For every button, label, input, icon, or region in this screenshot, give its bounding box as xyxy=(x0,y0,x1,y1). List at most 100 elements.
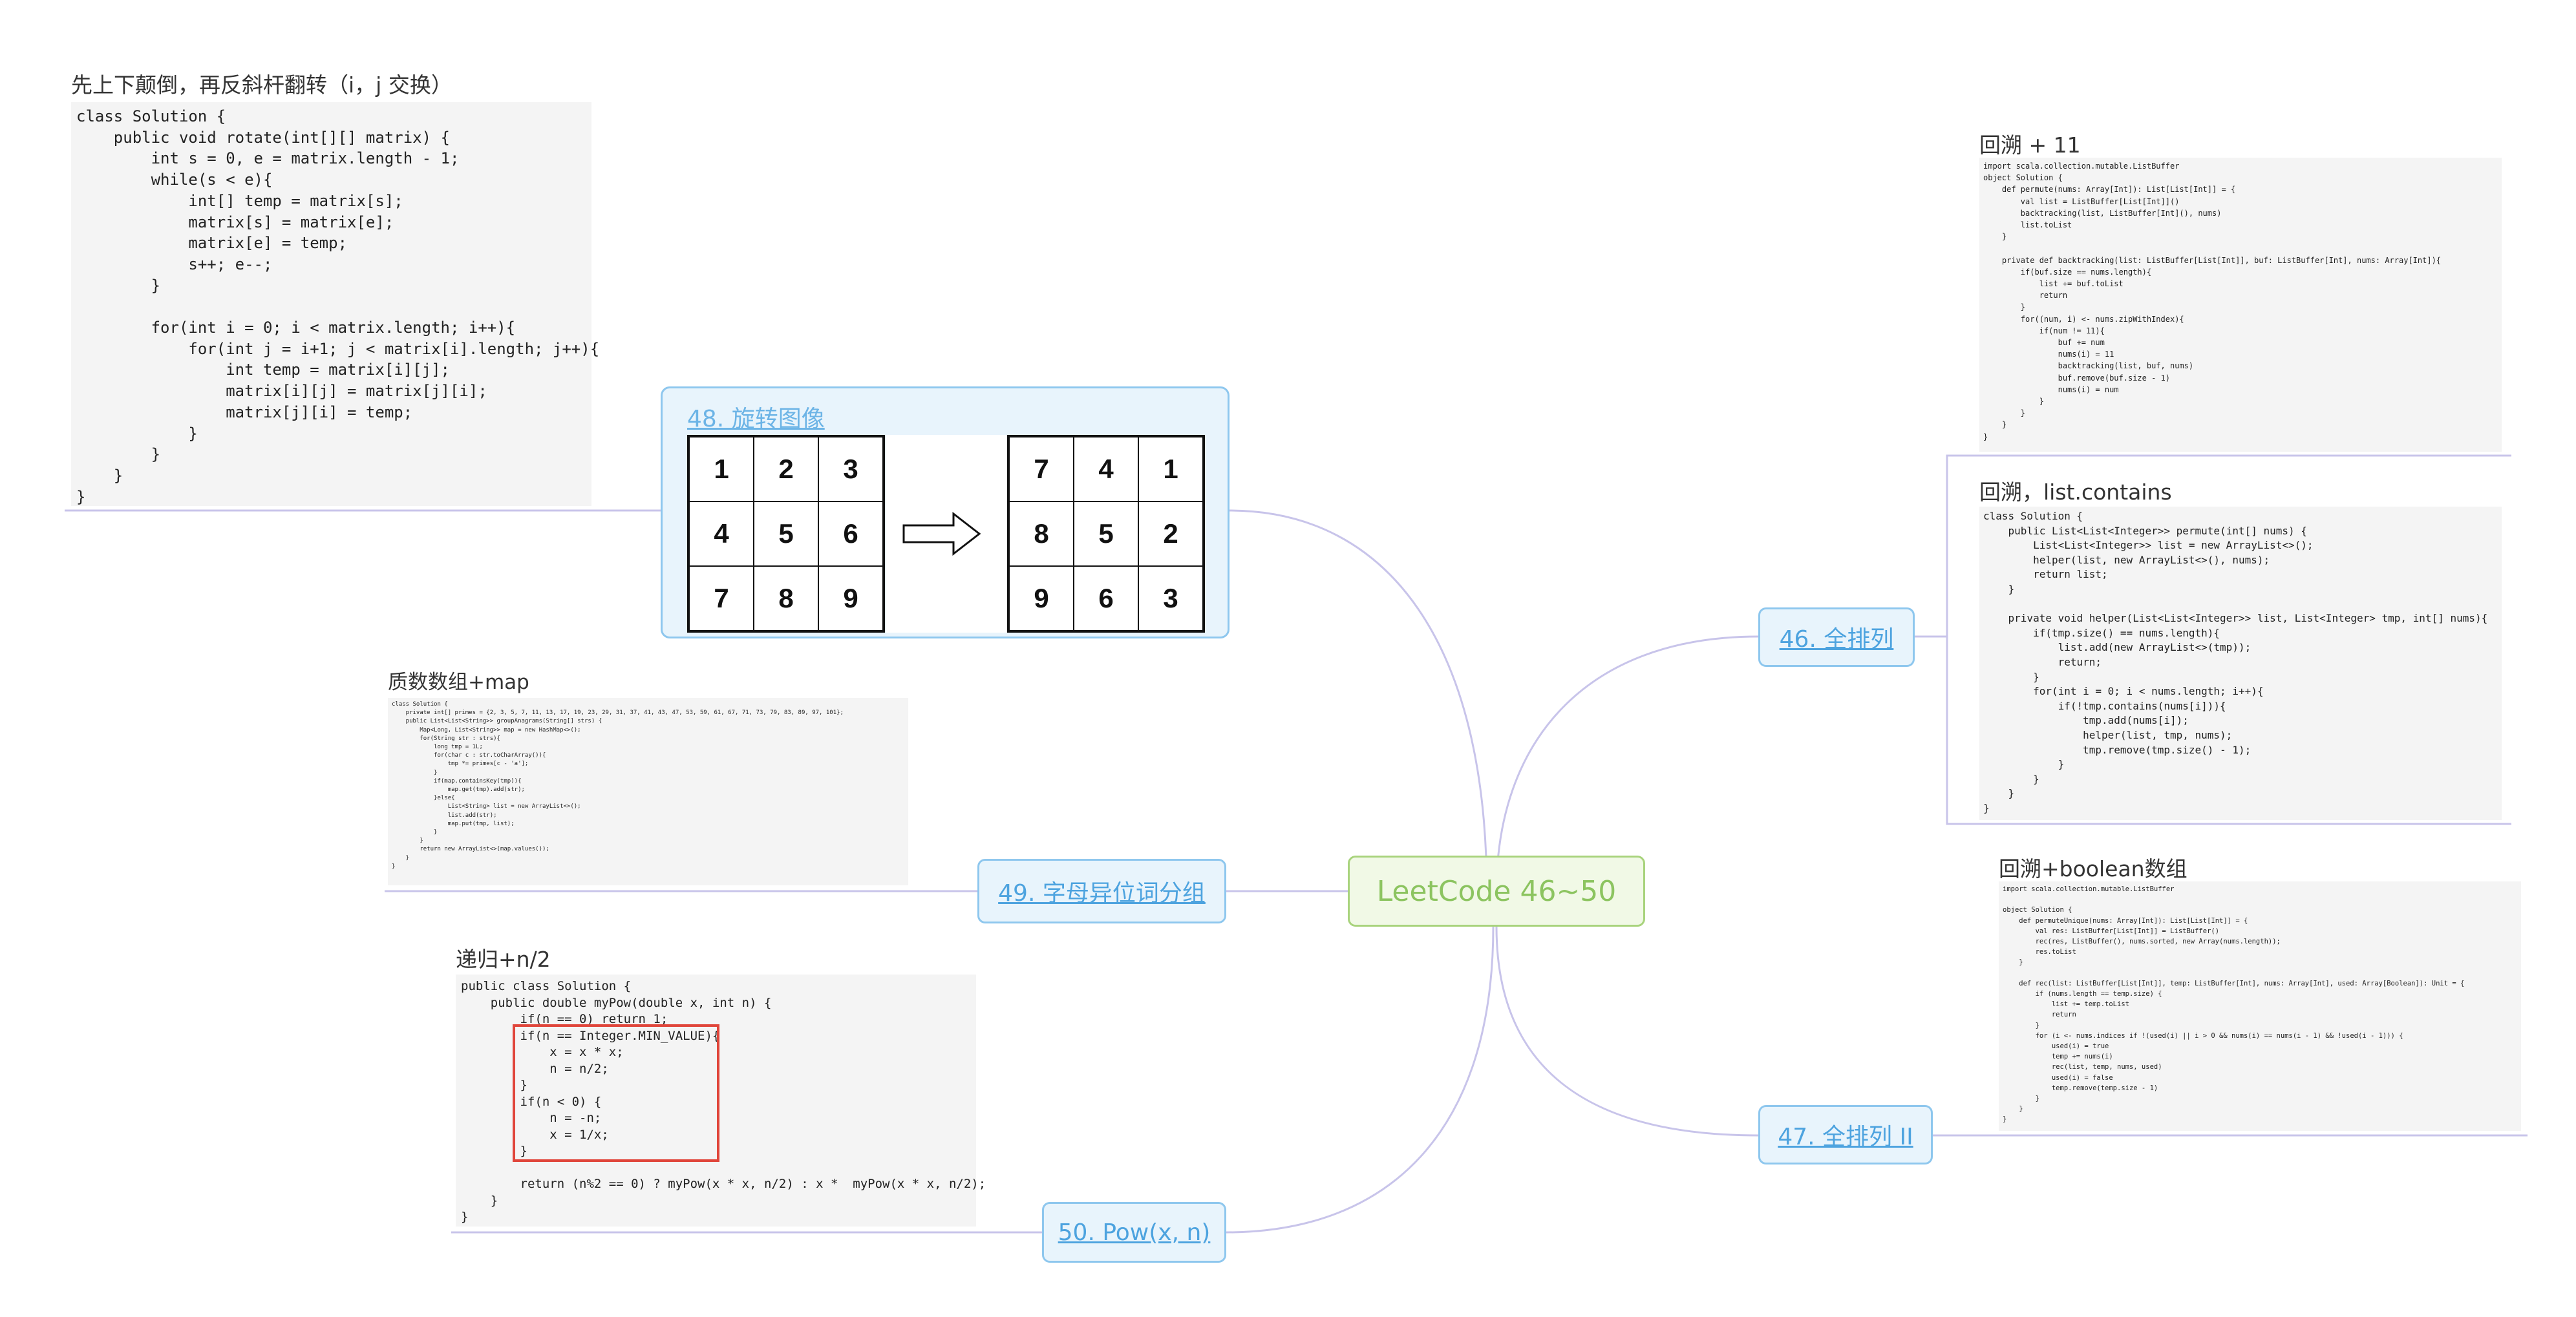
code-line: } xyxy=(1983,758,2065,771)
note-48-title: 先上下颠倒，再反斜杆翻转（i，j 交换） xyxy=(71,72,452,98)
note-50-code: public class Solution { public double my… xyxy=(456,975,986,1227)
code-line: val res: ListBuffer[List[Int]] = ListBuf… xyxy=(2003,927,2220,935)
code-line: temp += nums(i) xyxy=(2003,1053,2113,1061)
code-line: return xyxy=(2003,1011,2076,1019)
note-50-title: 递归+n/2 xyxy=(456,947,551,972)
note-46b-title: 回溯，list.contains xyxy=(1979,479,2172,505)
code-line: n = n/2; xyxy=(461,1061,609,1076)
code-line: int temp = matrix[i][j]; xyxy=(76,361,450,379)
code-line: if(tmp.size() == nums.length){ xyxy=(1983,626,2220,639)
matrix-after-cell: 5 xyxy=(1074,501,1138,566)
note-46a-code: import scala.collection.mutable.ListBuff… xyxy=(1979,158,2502,452)
code-line: int s = 0, e = matrix.length - 1; xyxy=(76,149,460,168)
code-line: } xyxy=(2003,1105,2023,1113)
code-line: } xyxy=(461,1193,498,1208)
code-line: buf += num xyxy=(1983,338,2105,348)
topic-node-50[interactable]: 50. Pow(x, n) xyxy=(1042,1202,1226,1263)
code-line: res.toList xyxy=(2003,948,2076,956)
code-line: } xyxy=(76,466,123,485)
code-line: import scala.collection.mutable.ListBuff… xyxy=(2003,885,2175,893)
topic-node-48[interactable]: 48. 旋转图像 1 2 3 4 5 6 7 8 9 7 4 1 8 5 2 9… xyxy=(661,386,1229,638)
code-line: } xyxy=(1983,397,2044,406)
code-line: if(num != 11){ xyxy=(1983,326,2105,335)
code-line: } xyxy=(392,838,423,845)
code-line xyxy=(2003,968,2517,978)
code-line: private int[] primes = {2, 3, 5, 7, 11, … xyxy=(392,710,844,717)
code-line: matrix[i][j] = matrix[j][i]; xyxy=(76,382,487,401)
code-line: public void rotate(int[][] matrix) { xyxy=(76,128,450,147)
code-line: map.get(tmp).add(str); xyxy=(392,786,525,794)
code-line: buf.remove(buf.size - 1) xyxy=(1983,373,2170,383)
code-line: } xyxy=(1983,670,2039,683)
code-line xyxy=(76,296,586,317)
connector-center-50 xyxy=(1226,926,1495,1234)
code-line: List<String> list = new ArrayList<>(); xyxy=(392,803,581,810)
code-line: nums(i) = 11 xyxy=(1983,350,2114,359)
code-line: if(n == Integer.MIN_VALUE){ xyxy=(461,1028,720,1043)
matrix-after-cell: 3 xyxy=(1138,566,1203,631)
note-49-title: 质数数组+map xyxy=(388,671,529,694)
topic-node-47[interactable]: 47. 全排列 II xyxy=(1758,1105,1933,1164)
code-line: } xyxy=(2003,1115,2007,1124)
code-line: } xyxy=(1983,432,1988,441)
code-line: } xyxy=(392,769,438,776)
code-line xyxy=(1983,597,2498,612)
code-line: return list; xyxy=(1983,568,2108,581)
code-line: for(int i = 0; i < nums.length; i++){ xyxy=(1983,685,2264,698)
code-line: for(char c : str.toCharArray()){ xyxy=(392,752,546,759)
code-line: } xyxy=(1983,801,1990,814)
note-46a-title: 回溯 + 11 xyxy=(1979,132,2081,158)
code-line: used(i) = false xyxy=(2003,1073,2113,1082)
central-topic[interactable]: LeetCode 46~50 xyxy=(1348,856,1645,927)
code-line: } xyxy=(2003,1021,2039,1029)
code-line: } xyxy=(76,276,161,295)
code-line: for(String str : strs){ xyxy=(392,735,500,742)
code-line: rec(list, temp, nums, used) xyxy=(2003,1063,2162,1071)
code-line: public class Solution { xyxy=(461,979,632,993)
matrix-after-cell: 4 xyxy=(1074,437,1138,501)
matrix-before: 1 2 3 4 5 6 7 8 9 xyxy=(687,435,885,633)
matrix-before-cell: 6 xyxy=(818,501,883,566)
code-line: } xyxy=(1983,232,2007,242)
code-line: } xyxy=(1983,772,2039,785)
code-line: int[] temp = matrix[s]; xyxy=(76,191,403,210)
code-line: private def backtracking(list: ListBuffe… xyxy=(1983,255,2442,265)
code-line xyxy=(2003,894,2517,905)
right-arrow-icon xyxy=(902,511,981,556)
code-line: } xyxy=(1983,420,2007,430)
code-line: List<List<Integer>> list = new ArrayList… xyxy=(1983,539,2314,552)
code-line: tmp.add(nums[i]); xyxy=(1983,714,2189,727)
connector-center-48 xyxy=(1229,509,1488,892)
matrix-after-cell: 1 xyxy=(1138,437,1203,501)
code-line: private void helper(List<List<Integer>> … xyxy=(1983,612,2488,625)
code-line xyxy=(461,1160,971,1177)
topic-node-49[interactable]: 49. 字母异位词分组 xyxy=(977,859,1226,923)
matrix-before-cell: 4 xyxy=(689,501,754,566)
code-line: n = -n; xyxy=(461,1111,602,1125)
connector-46-note-a xyxy=(1946,454,2511,637)
code-line: tmp *= primes[c - 'a']; xyxy=(392,761,529,768)
code-line: } xyxy=(2003,958,2023,967)
matrix-after-cell: 6 xyxy=(1074,566,1138,631)
code-line: for(int j = i+1; j < matrix[i].length; j… xyxy=(76,339,600,358)
matrix-before-cell: 5 xyxy=(754,501,818,566)
code-line: helper(list, new ArrayList<>(), nums); xyxy=(1983,553,2270,566)
code-line: } xyxy=(76,424,198,443)
code-line: for (i <- nums.indices if !(used(i) || i… xyxy=(2003,1031,2403,1040)
code-line: list.add(new ArrayList<>(tmp)); xyxy=(1983,641,2251,654)
code-line: } xyxy=(1983,787,2015,800)
code-line: } xyxy=(1983,302,2026,312)
code-line: used(i) = true xyxy=(2003,1042,2109,1051)
code-line: for((num, i) <- nums.zipWithIndex){ xyxy=(1983,314,2184,324)
topic-48-title: 48. 旋转图像 xyxy=(687,406,825,432)
code-line: map.put(tmp, list); xyxy=(392,820,515,827)
code-line: } xyxy=(76,487,86,506)
code-line: s++; e--; xyxy=(76,255,273,273)
code-line: def permuteUnique(nums: Array[Int]): Lis… xyxy=(2003,916,2248,925)
code-line: return (n%2 == 0) ? myPow(x * x, n/2) : … xyxy=(461,1177,986,1191)
matrix-after-cell: 9 xyxy=(1009,566,1074,631)
code-line: if(buf.size == nums.length){ xyxy=(1983,267,2152,277)
topic-node-46[interactable]: 46. 全排列 xyxy=(1758,607,1915,667)
matrix-before-cell: 7 xyxy=(689,566,754,631)
